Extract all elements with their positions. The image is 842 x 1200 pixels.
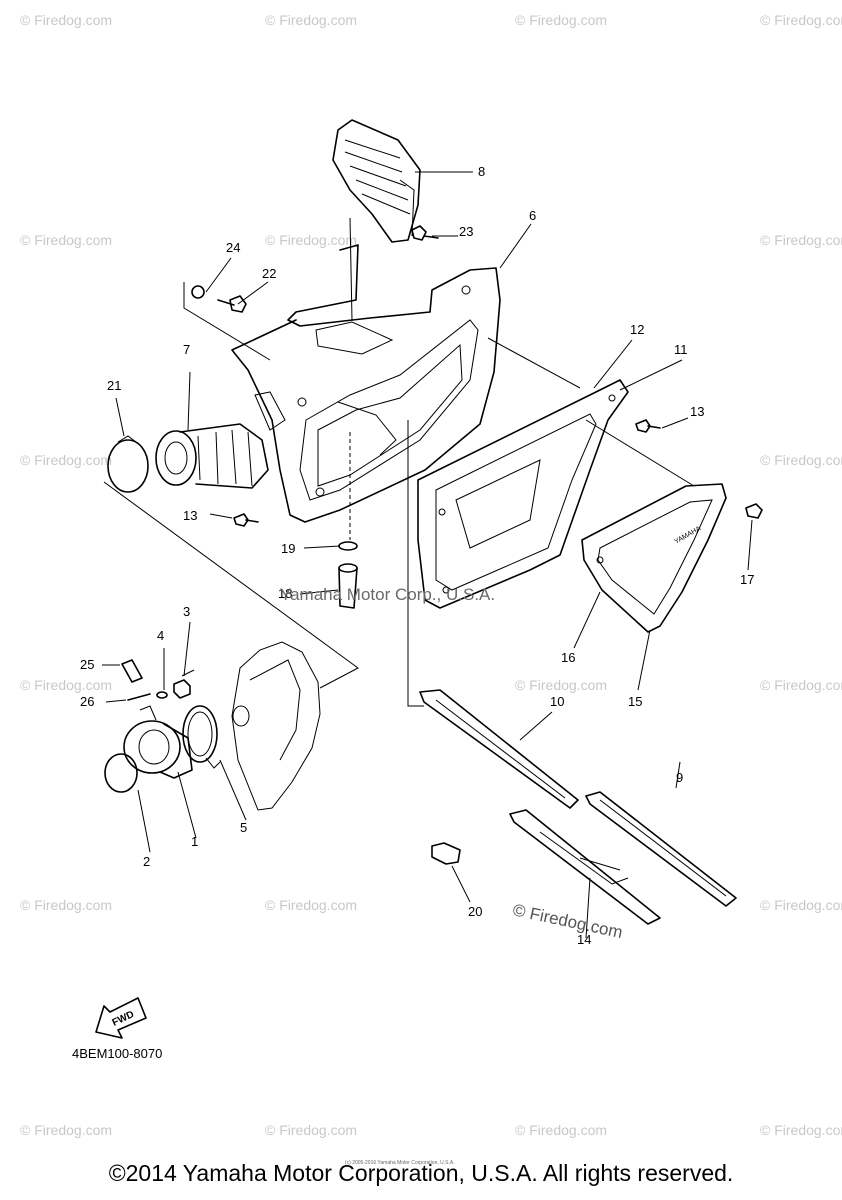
callout-20: 20	[468, 904, 482, 919]
part-9-foam-filter	[585, 791, 737, 907]
watermark: © Firedog.com	[515, 677, 607, 693]
callout-9: 9	[676, 770, 683, 785]
watermark: © Firedog.com	[20, 897, 112, 913]
part-25-tube	[121, 659, 143, 683]
watermark: © Firedog.com	[265, 897, 357, 913]
callout-18: 18	[278, 586, 292, 601]
watermark: © Firedog.com	[760, 677, 842, 693]
callout-26: 26	[80, 694, 94, 709]
watermark-firedog-large: © Firedog.com	[511, 900, 624, 942]
part-8-intake-duct	[332, 119, 421, 243]
center-watermark: Yamaha Motor Corp., U.S.A.	[280, 585, 496, 604]
callout-1: 1	[191, 834, 198, 849]
watermark: © Firedog.com	[20, 232, 112, 248]
bolt-22	[217, 295, 247, 313]
part-2-o-ring	[104, 753, 138, 793]
watermark-layer: © Firedog.com © Firedog.com © Firedog.co…	[20, 12, 842, 1138]
part-10-filter-element	[419, 689, 579, 809]
watermark: © Firedog.com	[20, 12, 112, 28]
part-5-band-clamp	[182, 705, 221, 769]
carburetor-outline	[231, 641, 321, 811]
callout-11: 11	[674, 342, 688, 357]
bolt-23	[411, 225, 439, 241]
part-12-gasket	[417, 379, 629, 609]
part-7-intake-joint	[155, 423, 269, 489]
callout-24: 24	[226, 240, 240, 255]
watermark: © Firedog.com	[515, 1122, 607, 1138]
watermark: © Firedog.com	[760, 12, 842, 28]
fwd-arrow-icon: FWD	[95, 997, 147, 1039]
part-26-clip	[127, 693, 151, 701]
watermark: © Firedog.com	[760, 232, 842, 248]
callout-14: 14	[577, 932, 591, 947]
part-4-washer	[156, 691, 168, 699]
callout-5: 5	[240, 820, 247, 835]
callout-7: 7	[183, 342, 190, 357]
watermark: © Firedog.com	[760, 452, 842, 468]
callout-21: 21	[107, 378, 121, 393]
part-19-clamp	[338, 541, 358, 551]
watermark: © Firedog.com	[20, 1122, 112, 1138]
part-6-air-box	[231, 244, 501, 523]
washer-24	[191, 285, 205, 299]
diagram-code: 4BEM100-8070	[72, 1046, 163, 1061]
watermark: © Firedog.com	[515, 12, 607, 28]
callout-23: 23	[459, 224, 473, 239]
watermark: © Firedog.com	[265, 232, 357, 248]
callout-6: 6	[529, 208, 536, 223]
bolt-13-upper	[635, 419, 661, 433]
fwd-label: FWD	[111, 1009, 136, 1029]
part-20-block	[431, 842, 461, 865]
bolt-13-lower	[233, 513, 259, 527]
part-1-manifold	[123, 705, 193, 779]
callout-13-lower: 13	[183, 508, 197, 523]
bolts	[191, 225, 763, 527]
callout-8: 8	[478, 164, 485, 179]
callout-2: 2	[143, 854, 150, 869]
watermark: © Firedog.com	[760, 897, 842, 913]
guide-lines	[103, 217, 695, 707]
watermark: © Firedog.com	[20, 677, 112, 693]
bolt-17	[745, 503, 763, 519]
watermark: © Firedog.com	[760, 1122, 842, 1138]
callout-22: 22	[262, 266, 276, 281]
callout-17: 17	[740, 572, 754, 587]
callout-labels: 8 6 23 24 22 7 21 12 11 13 13 19 18 17 1…	[80, 164, 754, 947]
callout-25: 25	[80, 657, 94, 672]
callout-19: 19	[281, 541, 295, 556]
watermark: © Firedog.com	[20, 452, 112, 468]
part-15-side-cover: YAMAHA	[581, 483, 727, 633]
callout-10: 10	[550, 694, 564, 709]
callout-leaders	[102, 171, 753, 939]
copyright-footer: ©2014 Yamaha Motor Corporation, U.S.A. A…	[108, 1160, 734, 1186]
part-18-pipe	[338, 563, 358, 609]
callout-15: 15	[628, 694, 642, 709]
callout-16: 16	[561, 650, 575, 665]
callout-4: 4	[157, 628, 164, 643]
part-21-hose-clamp	[107, 435, 149, 493]
watermark: © Firedog.com	[265, 12, 357, 28]
watermark: © Firedog.com	[265, 1122, 357, 1138]
callout-13-upper: 13	[690, 404, 704, 419]
svg-text:YAMAHA: YAMAHA	[674, 525, 703, 546]
part-14-filter-guide	[509, 809, 661, 925]
tiny-print: (c) 2005-2016 Yamaha Motor Corporation, …	[345, 1160, 455, 1166]
callout-12: 12	[630, 322, 644, 337]
callout-3: 3	[183, 604, 190, 619]
